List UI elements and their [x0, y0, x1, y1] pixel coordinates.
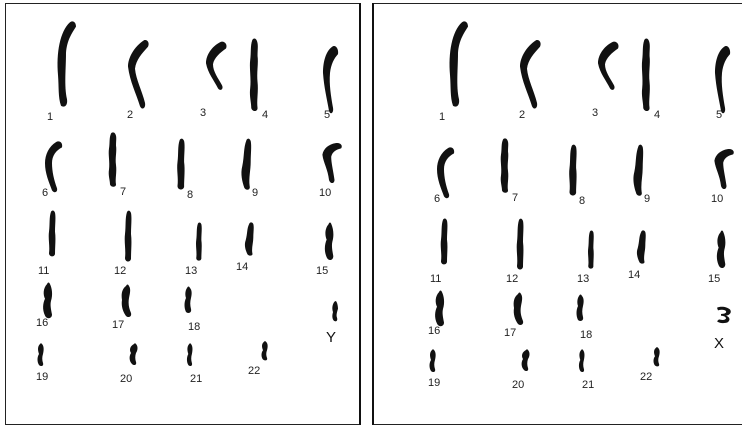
- chromosome-label-17: 17: [504, 328, 516, 339]
- chromosome-shape: [516, 348, 556, 438]
- chromosome-shape: [124, 342, 164, 432]
- chromosome-shape: [52, 20, 92, 110]
- panel-divider: [372, 3, 374, 425]
- chromosome-label-14: 14: [236, 262, 248, 273]
- chromosome-label-16: 16: [36, 318, 48, 329]
- chromosome-label-6: 6: [42, 188, 48, 199]
- chromosome-label-8: 8: [579, 196, 585, 207]
- chromosome-label-17: 17: [112, 320, 124, 331]
- chromosome-label-14: 14: [628, 270, 640, 281]
- sex-chromosome-label: X: [714, 336, 724, 351]
- chromosome-label-7: 7: [120, 187, 126, 198]
- chromosome-label-3: 3: [200, 108, 206, 119]
- chromosome-label-2: 2: [519, 110, 525, 121]
- chromosome-shape: [574, 348, 614, 438]
- chromosome-label-20: 20: [512, 380, 524, 391]
- chromosome-label-11: 11: [38, 266, 49, 277]
- chromosome-label-10: 10: [319, 188, 331, 199]
- chromosome-label-22: 22: [640, 372, 652, 383]
- chromosome-label-3: 3: [592, 108, 598, 119]
- chromosome-label-6: 6: [434, 194, 440, 205]
- chromosome-shape: [182, 342, 222, 432]
- chromosome-label-12: 12: [114, 266, 126, 277]
- chromosome-label-4: 4: [262, 110, 268, 121]
- chromosome-shape: [564, 144, 604, 234]
- chromosome-label-13: 13: [577, 274, 589, 285]
- chromosome-shape: [444, 20, 484, 110]
- sex-chromosome-label: Y: [326, 330, 336, 345]
- chromosome-label-4: 4: [654, 110, 660, 121]
- chromosome-shape: [710, 146, 744, 236]
- chromosome-label-22: 22: [248, 366, 260, 377]
- chromosome-label-16: 16: [428, 326, 440, 337]
- chromosome-label-11: 11: [430, 274, 441, 285]
- chromosome-shape: [318, 140, 358, 230]
- chromosome-label-18: 18: [580, 330, 592, 341]
- chromosome-shape: [236, 138, 276, 228]
- chromosome-label-12: 12: [506, 274, 518, 285]
- chromosome-label-9: 9: [644, 194, 650, 205]
- chromosome-label-21: 21: [190, 374, 202, 385]
- chromosome-label-10: 10: [711, 194, 723, 205]
- chromosome-label-1: 1: [47, 112, 53, 123]
- chromosome-label-8: 8: [187, 190, 193, 201]
- chromosome-label-1: 1: [439, 112, 445, 123]
- chromosome-label-19: 19: [36, 372, 48, 383]
- chromosome-label-18: 18: [188, 322, 200, 333]
- chromosome-shape: [32, 342, 72, 432]
- chromosome-label-21: 21: [582, 380, 594, 391]
- chromosome-label-20: 20: [120, 374, 132, 385]
- chromosome-label-19: 19: [428, 378, 440, 389]
- chromosome-label-7: 7: [512, 193, 518, 204]
- chromosome-shape: [648, 346, 688, 436]
- chromosome-label-5: 5: [324, 110, 330, 121]
- chromosome-label-9: 9: [252, 188, 258, 199]
- chromosome-label-13: 13: [185, 266, 197, 277]
- chromosome-label-2: 2: [127, 110, 133, 121]
- chromosome-shape: [497, 138, 537, 228]
- chromosome-shape: [256, 340, 296, 430]
- chromosome-shape: [424, 348, 464, 438]
- chromosome-label-15: 15: [708, 274, 720, 285]
- chromosome-shape: [172, 138, 212, 228]
- chromosome-label-15: 15: [316, 266, 328, 277]
- chromosome-shape: [628, 144, 668, 234]
- chromosome-label-5: 5: [716, 110, 722, 121]
- chromosome-shape: [105, 132, 145, 222]
